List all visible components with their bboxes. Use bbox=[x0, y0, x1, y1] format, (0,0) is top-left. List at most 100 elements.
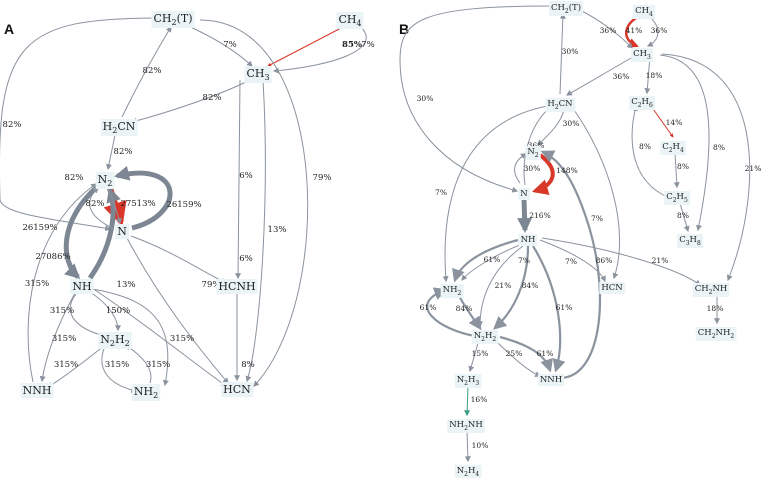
svg-text:N2H2: N2H2 bbox=[474, 331, 497, 343]
edge-label: 21% bbox=[495, 281, 512, 290]
node-nnh: NNH bbox=[537, 374, 565, 386]
edge-a-ch3-to-hcn bbox=[245, 79, 266, 383]
node-n2h2: N2H2 bbox=[471, 330, 499, 344]
node-n: N bbox=[115, 224, 130, 239]
edges-layer bbox=[0, 5, 751, 463]
edge-a-ch2t-to-ch3 bbox=[185, 24, 253, 67]
edge-a-ch4-to-ch3 bbox=[272, 25, 367, 74]
node-c2h6: C2H6 bbox=[629, 96, 655, 110]
edge-label: 82% bbox=[3, 120, 22, 130]
edge-b-h2cn-to-hcn bbox=[571, 106, 621, 280]
edge-label: 84% bbox=[522, 281, 539, 290]
edge-b-n2h3-to-nh2nh bbox=[464, 385, 471, 417]
edge-label: 82% bbox=[65, 173, 84, 183]
edge-label: 315% bbox=[52, 334, 76, 344]
edge-label: 36% bbox=[613, 72, 630, 81]
edge-label: 7% bbox=[435, 188, 447, 197]
node-ch2t: CH2(T) bbox=[548, 1, 584, 16]
edge-a-nh-to-n2h2 bbox=[89, 291, 121, 332]
edge-label: 18% bbox=[646, 71, 663, 80]
edge-b-n2h2-to-nh2 bbox=[426, 287, 476, 338]
node-nh2nh: NH2NH bbox=[447, 419, 485, 433]
edge-label: 10% bbox=[472, 441, 489, 450]
node-nh2: NH2 bbox=[131, 384, 161, 401]
edge-a-nh-to-hcn bbox=[94, 289, 227, 387]
edge-b-n2h2-to-nnh bbox=[499, 335, 553, 373]
edge-b-c2h5-to-c3h8 bbox=[679, 202, 690, 233]
node-hcn: HCN bbox=[599, 282, 626, 294]
edge-label: 15% bbox=[472, 349, 489, 358]
node-nh2: NH2 bbox=[440, 284, 464, 298]
edge-a-n2-to-nh bbox=[63, 185, 99, 280]
edge-label: 36% bbox=[600, 26, 617, 35]
edge-b-nh2nh-to-n2h4 bbox=[464, 430, 471, 463]
edge-label: 61% bbox=[484, 255, 501, 264]
edge-label: 61% bbox=[537, 349, 554, 358]
edge-a-ch2t-to-n bbox=[0, 17, 161, 232]
edge-a-nnh-to-n2 bbox=[27, 183, 97, 383]
svg-text:NH: NH bbox=[72, 280, 91, 293]
edge-a-nh-to-nnh bbox=[39, 292, 76, 383]
node-ch4: CH4 bbox=[633, 5, 656, 19]
edge-label: 30% bbox=[562, 47, 579, 56]
edge-a-ch3-to-hcnh bbox=[235, 79, 242, 280]
svg-text:CH2(T): CH2(T) bbox=[551, 2, 581, 15]
edge-label: 8% bbox=[677, 211, 689, 220]
svg-text:CH4: CH4 bbox=[338, 13, 361, 28]
edge-b-ch2t-to-ch3 bbox=[577, 8, 633, 49]
edge-label: 30% bbox=[524, 164, 541, 173]
edge-a-h2cn-to-n2 bbox=[106, 134, 116, 171]
svg-text:HCN: HCN bbox=[601, 283, 623, 293]
svg-text:H2CN: H2CN bbox=[547, 99, 573, 111]
edge-labels-layer: 85%7%7%82%82%82%82%27513%26159%26159%270… bbox=[3, 26, 762, 450]
edge-label: 150% bbox=[106, 306, 130, 316]
node-ch3: CH3 bbox=[244, 66, 272, 83]
edge-label: 315% bbox=[54, 360, 78, 370]
edge-label: 13% bbox=[117, 280, 136, 290]
edge-label: 7% bbox=[223, 40, 237, 50]
edge-label: 7% bbox=[361, 40, 375, 50]
node-hcn: HCN bbox=[221, 382, 254, 397]
edge-a-ch4-to-ch3 bbox=[267, 26, 344, 67]
edge-b-c2h6-to-c2h4 bbox=[650, 105, 674, 138]
node-n2h2: N2H2 bbox=[98, 332, 132, 349]
edge-label: 82% bbox=[203, 93, 222, 103]
node-n2h3: N2H3 bbox=[454, 374, 482, 388]
edge-b-n2h2-to-nnh bbox=[494, 339, 542, 377]
edge-a-n2-to-n bbox=[107, 188, 122, 225]
node-n2h4: N2H4 bbox=[454, 465, 482, 478]
svg-text:C3H8: C3H8 bbox=[679, 235, 701, 247]
edge-b-n2-to-n bbox=[531, 153, 555, 195]
edge-label: 82% bbox=[114, 147, 133, 157]
edge-a-n-to-n2 bbox=[114, 165, 173, 231]
edge-label: 14% bbox=[666, 118, 683, 127]
edge-label: 216% bbox=[529, 211, 550, 220]
edge-label: 13% bbox=[268, 225, 287, 235]
edge-label: 18% bbox=[707, 304, 724, 313]
edge-b-h2cn-to-nh2 bbox=[442, 104, 554, 283]
edge-b-ch3-to-c2h6 bbox=[644, 55, 651, 95]
svg-text:H2CN: H2CN bbox=[103, 120, 136, 135]
edge-label: 27086% bbox=[35, 252, 70, 262]
edge-a-ch2t-to-hcn bbox=[199, 19, 309, 387]
edge-label: 82% bbox=[143, 66, 162, 76]
svg-text:NNH: NNH bbox=[23, 384, 52, 397]
node-h2cn: H2CN bbox=[100, 119, 138, 136]
edge-label: 8% bbox=[639, 142, 651, 151]
edge-b-ch3-to-h2cn bbox=[565, 56, 634, 96]
edge-label: 85% bbox=[342, 40, 362, 50]
edge-b-nh-to-hcn bbox=[539, 239, 606, 283]
edge-label: 30% bbox=[563, 119, 580, 128]
edge-b-h2cn-to-n2 bbox=[537, 109, 565, 146]
edge-label: 79% bbox=[202, 280, 221, 290]
edge-label: 315% bbox=[170, 334, 194, 344]
edge-b-nh-to-nh2 bbox=[452, 238, 519, 283]
svg-text:CH3: CH3 bbox=[633, 49, 651, 61]
edge-b-ch4-to-ch3 bbox=[646, 15, 659, 47]
node-hcnh: HCNH bbox=[216, 279, 258, 294]
edge-label: 21% bbox=[652, 256, 669, 265]
edge-b-c2h5-to-c2h6 bbox=[631, 104, 671, 199]
svg-text:CH3: CH3 bbox=[246, 67, 269, 82]
svg-text:N2H2: N2H2 bbox=[100, 333, 129, 348]
